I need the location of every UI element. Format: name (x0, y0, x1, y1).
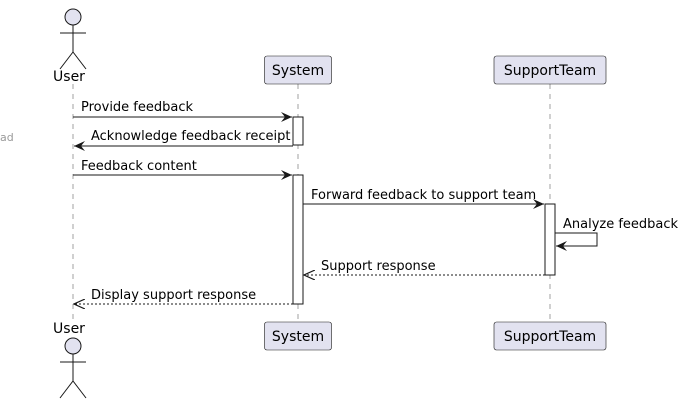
message-4: Forward feedback to support team (303, 188, 544, 209)
participant-label: SupportTeam (504, 329, 596, 345)
message-label: Provide feedback (81, 100, 194, 115)
message-label: Analyze feedback (563, 217, 679, 232)
message-label: Acknowledge feedback receipt (91, 129, 290, 144)
participant-box-bottom-system: System (264, 321, 332, 351)
message-1: Provide feedback (73, 100, 292, 122)
participant-label: SupportTeam (504, 63, 596, 79)
participants: UserUserSystemSystemSupportTeamSupportTe… (53, 8, 607, 399)
participant-label: System (272, 63, 324, 79)
participant-label: System (272, 329, 324, 345)
message-label: Forward feedback to support team (311, 188, 536, 203)
actor-icon-top (59, 8, 87, 70)
participant-box-top-system: System (264, 55, 332, 85)
activation-bar-system-1 (292, 116, 304, 146)
participant-box-bottom-support: SupportTeam (493, 321, 607, 351)
message-2: Acknowledge feedback receipt (74, 129, 293, 151)
message-5: Analyze feedback (555, 217, 679, 251)
message-label: Display support response (91, 288, 256, 303)
message-7: Display support response (74, 288, 293, 304)
lifelines (72, 84, 551, 322)
participant-box-top-support: SupportTeam (493, 55, 607, 85)
activation-bar-system-2 (292, 174, 304, 305)
message-6: Support response (304, 259, 545, 275)
activation-bar-support (544, 203, 556, 276)
message-3: Feedback content (73, 159, 292, 180)
message-label: Feedback content (81, 159, 197, 174)
participant-label-top-user: User (53, 69, 85, 85)
participant-label-bottom-user: User (53, 321, 85, 337)
edge-fragment-text: ad (0, 131, 14, 144)
message-label: Support response (321, 259, 436, 274)
message-arrow (555, 232, 598, 251)
activation-bars (292, 116, 556, 305)
actor-icon-bottom (59, 337, 87, 399)
